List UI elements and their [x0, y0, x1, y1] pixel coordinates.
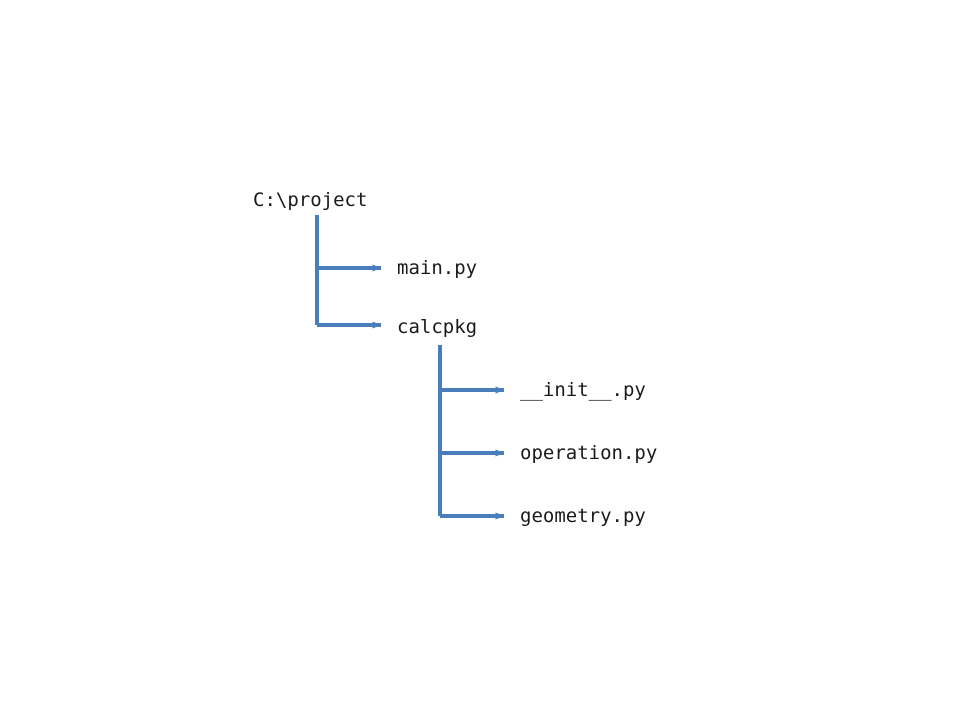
tree-node-main-py: main.py	[397, 257, 478, 279]
tree-node-calcpkg: calcpkg	[397, 316, 478, 338]
tree-node-root: C:\project	[253, 189, 368, 211]
tree-node-init-py: __init__.py	[520, 379, 646, 401]
tree-node-geometry-py: geometry.py	[520, 505, 646, 527]
tree-node-operation-py: operation.py	[520, 442, 658, 464]
